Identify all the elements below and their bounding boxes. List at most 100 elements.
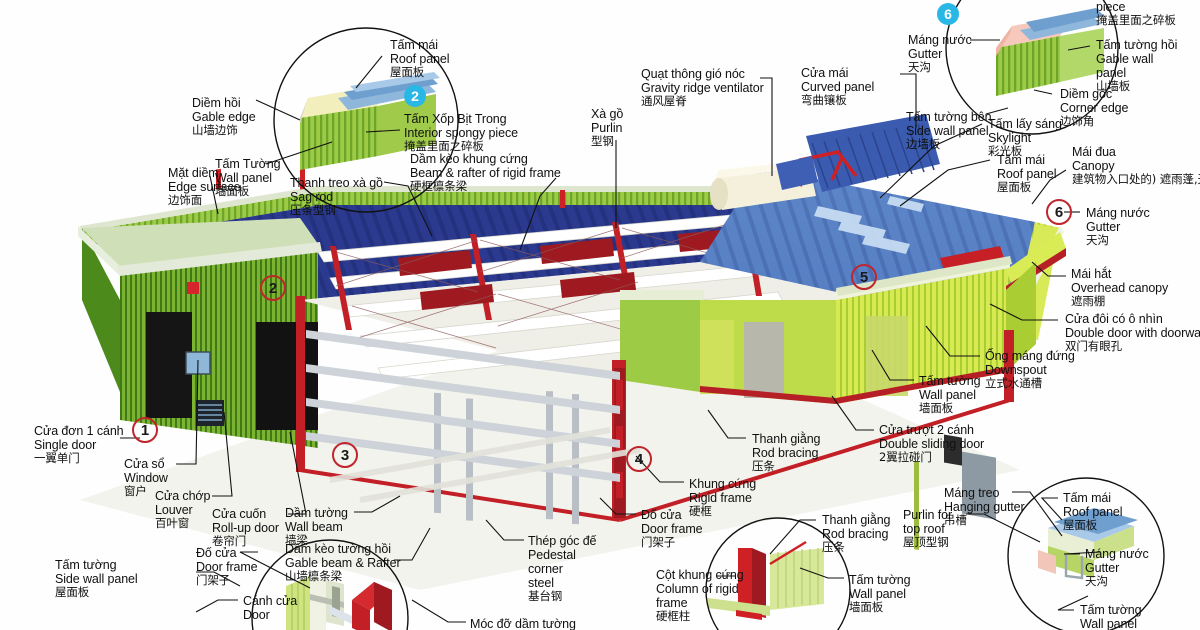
label-interior-spongy-top-en: piece	[1096, 0, 1126, 14]
label-beam-rafter-rigid-en: Beam & rafter of rigid frame	[410, 166, 561, 180]
label-roof-panel-dc5-en: Roof panel	[1063, 505, 1123, 519]
label-rod-bracing-dc4-cn: 压条	[822, 540, 845, 554]
callout-badge-6[interactable]: 6	[1046, 199, 1072, 225]
label-wall-beam-vn: Dầm tường	[285, 506, 348, 520]
label-window-cn: 窗户	[124, 484, 147, 498]
label-gutter-top-cn: 天沟	[908, 60, 931, 74]
label-gable-edge-cn: 山墙边饰	[192, 123, 238, 137]
label-interior-spongy-vn: Tấm Xốp Bịt Trong	[404, 112, 507, 126]
label-roll-up-door-en: Roll-up door	[212, 521, 279, 535]
label-rigid-frame-vn: Khung cứng	[689, 477, 757, 491]
label-roof-panel-detail2-en: Roof panel	[390, 52, 450, 66]
label-louver-cn: 百叶窗	[155, 516, 190, 530]
label-gutter-right-en: Gutter	[1086, 220, 1121, 234]
label-pedestal-corner-en: steel	[528, 576, 554, 590]
label-purlin-top-roof-cn: 屋顶型钢	[903, 535, 949, 549]
label-wall-beam-cn: 墙梁	[285, 533, 308, 547]
label-roof-panel-dc5-cn: 屋面板	[1063, 518, 1098, 532]
callout-badge-5[interactable]: 5	[851, 264, 877, 290]
label-side-wall-panel-bl-en: Side wall panel	[55, 572, 138, 586]
label-curved-panel-vn: Cửa mái	[801, 66, 849, 80]
label-louver-en: Louver	[155, 503, 193, 517]
label-beam-rafter-rigid-vn: Dầm kèo khung cứng	[410, 152, 528, 166]
label-door-frame-bl-cn: 门架子	[196, 573, 231, 587]
label-wall-panel-dc5-vn: Tấm tường	[1080, 603, 1142, 617]
label-sag-rod-en: Sag rod	[290, 190, 334, 204]
label-hanging-gutter-en: Hanging gutter	[944, 500, 1025, 514]
label-gable-wall-panel-en: panel	[1096, 66, 1127, 80]
label-roof-panel-dc5-vn: Tấm mái	[1063, 491, 1111, 505]
label-skylight-cn: 彩光板	[988, 144, 1023, 158]
label-roof-panel-detail2-cn: 屋面板	[390, 65, 425, 79]
label-rod-bracing-mid-en: Rod bracing	[752, 446, 819, 460]
label-interior-spongy-en: Interior spongy piece	[404, 126, 518, 140]
label-door-frame-mid-en: Door frame	[641, 522, 703, 536]
label-roof-panel-right-vn: Tấm mái	[997, 153, 1045, 167]
label-rod-bracing-mid-vn: Thanh giằng	[752, 432, 821, 446]
label-purlin-en: Purlin	[591, 121, 623, 135]
label-wall-panel-detail2-vn: Tấm Tường	[215, 157, 281, 171]
callout-badge-6c[interactable]: 6	[937, 3, 959, 25]
label-column-rigid-frame-en: frame	[656, 596, 688, 610]
label-rod-bracing-dc4-vn: Thanh giằng	[822, 513, 891, 527]
label-wall-panel-dc5-en: Wall panel	[1080, 617, 1137, 630]
label-pedestal-corner-en: corner	[528, 562, 563, 576]
label-gutter-dc5-en: Gutter	[1085, 561, 1120, 575]
label-beam-rafter-rigid-cn: 硬框檩条梁	[410, 179, 467, 193]
label-door-leaf-en: Door	[243, 608, 270, 622]
label-gable-beam-rafter-en: Gable beam & Rafter	[285, 556, 401, 570]
callout-badge-3[interactable]: 3	[332, 442, 358, 468]
label-gutter-dc5-cn: 天沟	[1085, 574, 1108, 588]
label-corner-edge-cn: 边饰角	[1060, 114, 1095, 128]
callout-badge-1[interactable]: 1	[132, 417, 158, 443]
label-roof-panel-right-cn: 屋面板	[997, 180, 1032, 194]
label-rod-bracing-mid-cn: 压条	[752, 459, 775, 473]
callout-badge-2c[interactable]: 2	[404, 85, 426, 107]
label-wall-panel-dc4-cn: 墙面板	[849, 600, 884, 614]
label-canopy-cn: 建筑物入口处的) 遮雨蓬,天蓬	[1072, 172, 1200, 186]
callout-badge-2[interactable]: 2	[260, 275, 286, 301]
label-wall-panel-dc4-en: Wall panel	[849, 587, 906, 601]
callout-badge-4[interactable]: 4	[626, 446, 652, 472]
label-double-door-doorway-cn: 双门有眼孔	[1065, 339, 1122, 353]
label-roll-up-door-vn: Cửa cuốn	[212, 507, 267, 521]
label-skylight-vn: Tấm lấy sáng	[988, 117, 1062, 131]
label-pedestal-corner-vn: Thép góc đế	[528, 534, 597, 548]
label-overhead-canopy-cn: 遮雨棚	[1071, 294, 1106, 308]
label-column-rigid-frame-cn: 硬框柱	[656, 609, 691, 623]
label-wall-bracket: Móc đỡ dầm tường	[470, 617, 576, 630]
label-wall-beam-en: Wall beam	[285, 520, 343, 534]
label-ridge-ventilator-en: Gravity ridge ventilator	[641, 81, 764, 95]
label-gable-beam-rafter-cn: 山墙檩条梁	[285, 569, 342, 583]
label-purlin-cn: 型钢	[591, 134, 614, 148]
label-interior-spongy-cn: 掩盖里面之碎板	[404, 139, 484, 153]
label-side-wall-panel-top-vn: Tấm tường bên	[906, 110, 992, 124]
label-curved-panel-en: Curved panel	[801, 80, 875, 94]
label-column-rigid-frame-en: Column of rigid	[656, 582, 739, 596]
label-louver-vn: Cửa chớp	[155, 489, 211, 503]
label-interior-spongy-top-cn: 掩盖里面之碎板	[1096, 13, 1176, 27]
